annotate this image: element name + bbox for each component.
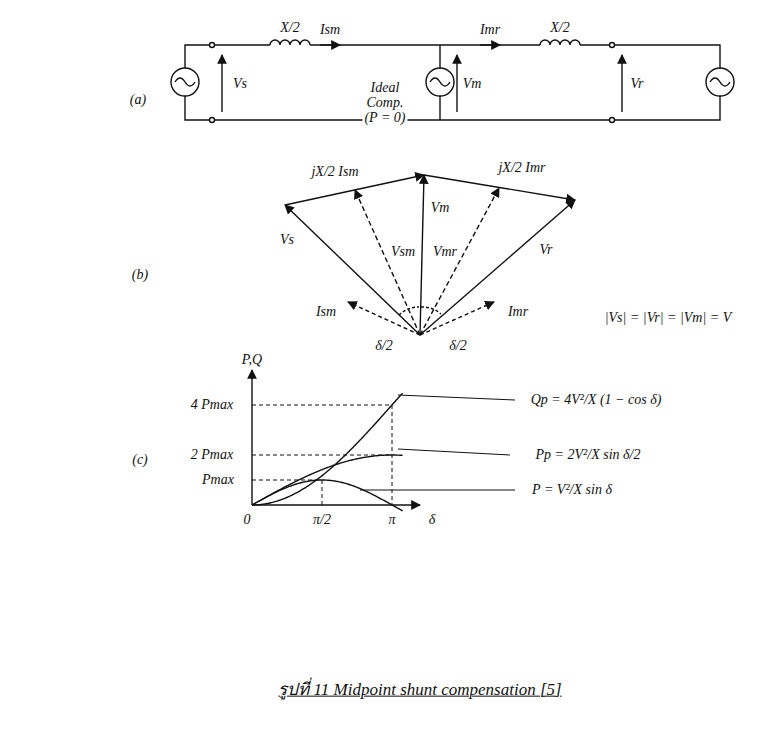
label-text: π/2	[311, 512, 333, 527]
label-text: δ/2	[447, 338, 468, 353]
label-text: (a)	[128, 92, 148, 107]
label-text: Vr	[538, 242, 555, 257]
label-text: Qp = 4V²/X (1 − cos δ)	[529, 392, 664, 407]
label-text: Imr	[478, 22, 502, 37]
label-text: Vsm	[389, 244, 417, 259]
label-text: (b)	[130, 267, 150, 282]
label-text: Vm	[461, 76, 484, 91]
label-text: Ideal	[369, 80, 402, 95]
label-text: (P = 0)	[362, 110, 407, 125]
label-text: Vmr	[431, 244, 459, 259]
label-text: Imr	[506, 304, 530, 319]
figure-caption: รูปที่ 11 Midpoint shunt compensation [5…	[276, 681, 563, 700]
label-text: Vm	[429, 200, 452, 215]
label-text: X/2	[548, 20, 571, 35]
label-text: X/2	[278, 20, 301, 35]
label-text: δ	[427, 512, 438, 527]
label-text: jX/2 Ism	[309, 164, 360, 179]
label-text: Pmax	[200, 472, 236, 487]
label-text: Ism	[318, 22, 342, 37]
label-text: 4 Pmax	[189, 397, 235, 412]
label-text: Comp.	[365, 95, 406, 110]
label-text: δ/2	[373, 338, 394, 353]
label-text: (c)	[130, 452, 150, 467]
label-text: 0	[242, 512, 253, 527]
label-text: π	[386, 512, 397, 527]
label-text: P = V²/X sin δ	[530, 482, 614, 497]
label-text: 2 Pmax	[189, 447, 235, 462]
label-text: Vr	[629, 76, 646, 91]
curve	[252, 393, 403, 505]
label-text: Vs	[231, 76, 249, 91]
curve	[252, 480, 403, 511]
label-text: Vs	[278, 232, 296, 247]
label-text: P,Q	[240, 352, 264, 367]
label-text: Ism	[314, 304, 338, 319]
phasor-diagram	[285, 175, 575, 335]
circuit	[171, 40, 734, 123]
label-text: Pp = 2V²/X sin δ/2	[534, 447, 643, 462]
power-curves-plot	[252, 370, 515, 511]
label-text: jX/2 Imr	[496, 160, 547, 175]
label-text: |Vs| = |Vr| = |Vm| = V	[603, 310, 734, 325]
